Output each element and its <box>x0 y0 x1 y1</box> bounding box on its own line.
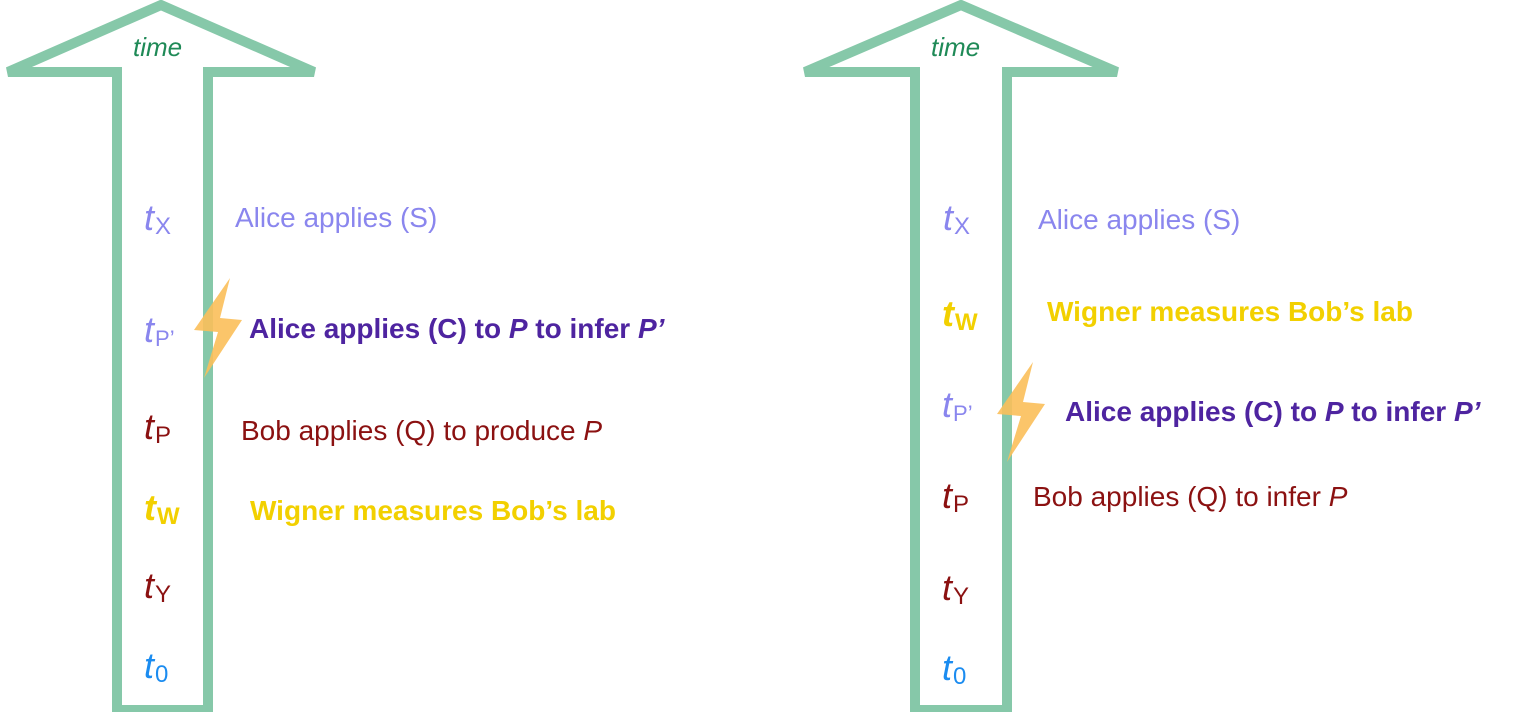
label-tY: tY <box>942 567 970 611</box>
time-arrow-right <box>803 0 1119 712</box>
event-alice-applies-c: Alice applies (C) to P to infer P’ <box>249 313 665 344</box>
label-tP-prime: tP’ <box>942 384 973 427</box>
time-label: time <box>931 32 981 62</box>
lightning-bolt-icon <box>194 278 242 378</box>
label-tX: tX <box>144 197 172 241</box>
time-arrow-shape <box>803 0 1119 712</box>
event-bob-applies-q: Bob applies (Q) to produce P <box>241 415 603 446</box>
event-alice-applies-s: Alice applies (S) <box>235 202 438 233</box>
label-tP-prime: tP’ <box>144 309 175 352</box>
event-wigner-measures: Wigner measures Bob’s lab <box>1047 296 1413 327</box>
time-arrow-shape <box>5 0 317 712</box>
label-t0: t0 <box>942 647 967 691</box>
label-t0: t0 <box>144 645 169 689</box>
lightning-bolt-icon <box>997 362 1045 462</box>
timeline-right: time tX tW tP’ tP tY t0 Alice applies (S… <box>797 0 1523 712</box>
time-arrow-left <box>5 0 317 712</box>
time-label: time <box>133 32 183 62</box>
label-tW: tW <box>144 487 180 531</box>
event-bob-applies-q: Bob applies (Q) to infer P <box>1033 481 1348 512</box>
label-tP: tP <box>942 475 970 519</box>
label-tX: tX <box>943 197 971 241</box>
event-wigner-measures: Wigner measures Bob’s lab <box>250 495 616 526</box>
label-tP: tP <box>144 406 172 450</box>
event-alice-applies-s: Alice applies (S) <box>1038 204 1241 235</box>
event-alice-applies-c: Alice applies (C) to P to infer P’ <box>1065 396 1481 427</box>
label-tW: tW <box>942 293 978 337</box>
timeline-left: time tX tP’ tP tW tY t0 Alice applies (S… <box>0 0 760 712</box>
label-tY: tY <box>144 565 172 609</box>
